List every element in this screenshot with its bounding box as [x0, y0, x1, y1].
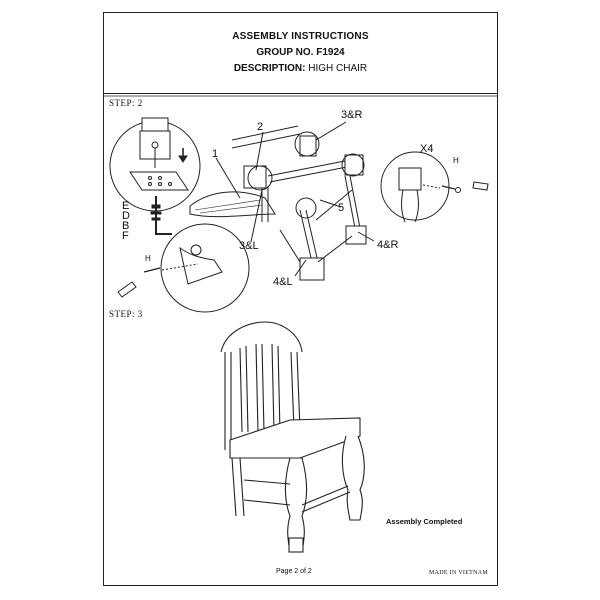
callout-hardware-d: D — [122, 210, 130, 222]
callout-part-3r: 3&R — [341, 109, 363, 121]
plug-left — [117, 281, 137, 298]
callout-circle-center — [295, 197, 317, 219]
description: DESCRIPTION: HIGH CHAIR — [104, 61, 497, 77]
callout-hardware-e: E — [122, 200, 130, 212]
hardware-stack — [150, 196, 172, 235]
callout-part-3l: 3&L — [239, 240, 259, 252]
callout-part-4r: 4&R — [377, 239, 399, 251]
description-value: HIGH CHAIR — [308, 63, 368, 74]
page-number: Page 2 of 2 — [276, 568, 312, 575]
title: ASSEMBLY INSTRUCTIONS — [232, 31, 369, 42]
screw-right — [441, 185, 461, 193]
detail-circle-right — [380, 151, 450, 223]
group-number: GROUP NO. F1924 — [256, 47, 345, 58]
callout-circle-3r — [294, 131, 320, 157]
made-in-label: MADE IN VIETNAM — [429, 570, 489, 576]
callout-hardware-h-right: H — [453, 156, 459, 165]
step2-label: STEP: 2 — [109, 98, 143, 108]
step3-label: STEP: 3 — [109, 309, 143, 319]
screw-left — [143, 267, 161, 273]
callout-circle-left — [247, 165, 273, 191]
instruction-sheet: ASSEMBLY INSTRUCTIONS GROUP NO. F1924 DE… — [103, 12, 498, 586]
callout-hardware-b: B — [122, 220, 130, 232]
completed-chair — [220, 321, 365, 553]
callout-part-5: 5 — [338, 202, 345, 214]
callout-part-2: 2 — [257, 121, 264, 133]
callout-quantity: X4 — [420, 143, 434, 155]
assembly-completed-text: Assembly Completed — [386, 517, 463, 526]
callout-part-1: 1 — [212, 148, 219, 160]
callout-hardware-h-left: H — [145, 254, 151, 263]
callout-circle-right — [341, 153, 365, 177]
header-box: ASSEMBLY INSTRUCTIONS GROUP NO. F1924 DE… — [104, 13, 497, 94]
description-label: DESCRIPTION: — [233, 63, 306, 74]
callout-hardware-f: F — [122, 230, 129, 242]
detail-circle-bottom-left — [160, 223, 250, 313]
plug-right — [472, 181, 489, 191]
callout-part-4l: 4&L — [273, 276, 293, 288]
chair-frame-upside-down — [189, 125, 367, 281]
